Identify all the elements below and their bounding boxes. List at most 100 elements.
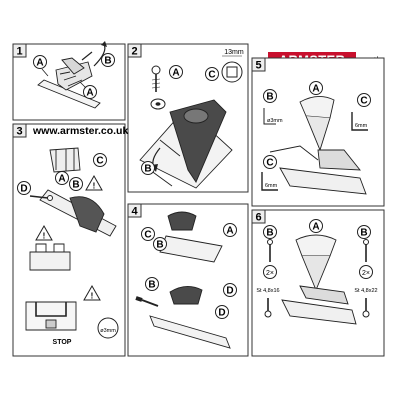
svg-text:ø3mm: ø3mm: [100, 328, 116, 334]
warning-icon: !: [85, 174, 103, 191]
armrest-assembly-drawing: [269, 96, 367, 195]
drill-detail-icon: [97, 317, 119, 339]
panel-number-box: [12, 123, 27, 138]
callout-C: [93, 153, 107, 167]
hex-key-icon: 6mm: [351, 112, 368, 131]
panel-number: 4: [131, 206, 138, 218]
svg-text:A: A: [312, 222, 319, 233]
panel-number: 5: [255, 60, 261, 72]
svg-text:B: B: [360, 228, 367, 239]
panel-number-box: [251, 209, 266, 224]
callout-D: [17, 181, 31, 195]
callout-C: [141, 227, 155, 241]
svg-text:6mm: 6mm: [265, 183, 278, 189]
callout-A: [83, 85, 97, 99]
svg-text:6mm: 6mm: [355, 123, 368, 129]
screw-icon: [267, 239, 273, 262]
callout-B: [263, 225, 277, 239]
svg-text:B: B: [104, 56, 111, 67]
screw-size-label: St 4,8x22: [354, 288, 377, 294]
callout-C: [205, 67, 219, 81]
svg-text:A: A: [312, 84, 319, 95]
panel-number-box: [127, 203, 142, 218]
panel-5: 5 A B ø3mm C 6mm C 6mm: [251, 57, 385, 207]
panel-4: 4 C B A B D D: [127, 203, 249, 357]
svg-text:A: A: [172, 68, 179, 79]
callout-D: [215, 305, 229, 319]
screw-icon: [363, 239, 369, 262]
callout-B: [141, 161, 155, 175]
callout-B: [263, 89, 277, 103]
panel-1: 1 A B A: [12, 41, 126, 121]
screw-count-badge: [263, 265, 277, 279]
callout-C: [263, 155, 277, 169]
callout-D: [223, 283, 237, 297]
dimension-label: 13mm: [224, 49, 244, 56]
svg-text:B: B: [266, 92, 273, 103]
svg-text:D: D: [218, 308, 225, 319]
panel-number: 3: [16, 126, 22, 138]
svg-text:!: !: [91, 292, 94, 301]
svg-text:C: C: [266, 158, 273, 169]
console-drawing: [139, 99, 233, 189]
callout-A: [55, 171, 69, 185]
armrest-assembly-drawing: [281, 234, 357, 325]
callout-A: [169, 65, 183, 79]
stop-label: STOP: [53, 339, 72, 346]
callout-A: [309, 81, 323, 95]
svg-text:C: C: [96, 156, 103, 167]
svg-text:C: C: [144, 230, 151, 241]
svg-text:B: B: [156, 240, 163, 251]
callout-A: [33, 55, 47, 69]
callout-A: [309, 219, 323, 233]
svg-text:A: A: [86, 88, 93, 99]
svg-text:B: B: [144, 164, 151, 175]
callout-B: [153, 237, 167, 251]
panel-number-box: [251, 57, 266, 72]
panel-3: 3 www.armster.co.uk C A D B ! ! !: [12, 123, 128, 357]
panel-number: 1: [16, 46, 22, 58]
warning-icon: !: [35, 224, 53, 241]
screw-icon: [362, 298, 370, 318]
svg-text:D: D: [226, 286, 233, 297]
panel-number-box: [127, 43, 142, 58]
wrench-icon: [221, 55, 243, 83]
screwdriver-icon: [135, 296, 159, 307]
panel-number-box: [12, 43, 27, 58]
screw-icon: [151, 65, 161, 92]
callout-B: [69, 177, 83, 191]
armrest-drawing: [37, 51, 101, 109]
svg-text:C: C: [360, 96, 367, 107]
svg-text:A: A: [58, 174, 65, 185]
callout-B: [101, 53, 115, 67]
svg-text:D: D: [20, 184, 27, 195]
screw-count-badge: [359, 265, 373, 279]
screw-icon: [29, 195, 53, 201]
svg-text:B: B: [266, 228, 273, 239]
svg-text:C: C: [208, 70, 215, 81]
screw-size-label: St 4,8x16: [256, 288, 279, 294]
panel-number: 6: [255, 212, 261, 224]
svg-text:!: !: [93, 182, 96, 191]
callout-A: [223, 223, 237, 237]
svg-text:A: A: [36, 58, 43, 69]
callout-B: [357, 225, 371, 239]
callout-C: [357, 93, 371, 107]
panel-2: 2 13mm A C B: [127, 43, 249, 193]
svg-text:!: !: [43, 232, 46, 241]
svg-text:B: B: [72, 180, 79, 191]
bracket-drawing: [39, 147, 117, 237]
svg-text:A: A: [226, 226, 233, 237]
washer-icon: [150, 98, 166, 110]
screw-icon: [264, 298, 272, 318]
callout-B: [145, 277, 159, 291]
panel-6: 6 A B B 2× 2× St 4,8x16 St 4,8x22: [251, 209, 385, 357]
svg-text:B: B: [148, 280, 155, 291]
website-url: www.armster.co.uk: [32, 125, 128, 137]
warning-icon: !: [83, 284, 101, 301]
svg-text:2×: 2×: [266, 270, 274, 277]
clip-detail-drawing: [25, 243, 77, 331]
panel-number: 2: [131, 46, 137, 58]
hex-key-icon: 6mm: [261, 172, 278, 191]
